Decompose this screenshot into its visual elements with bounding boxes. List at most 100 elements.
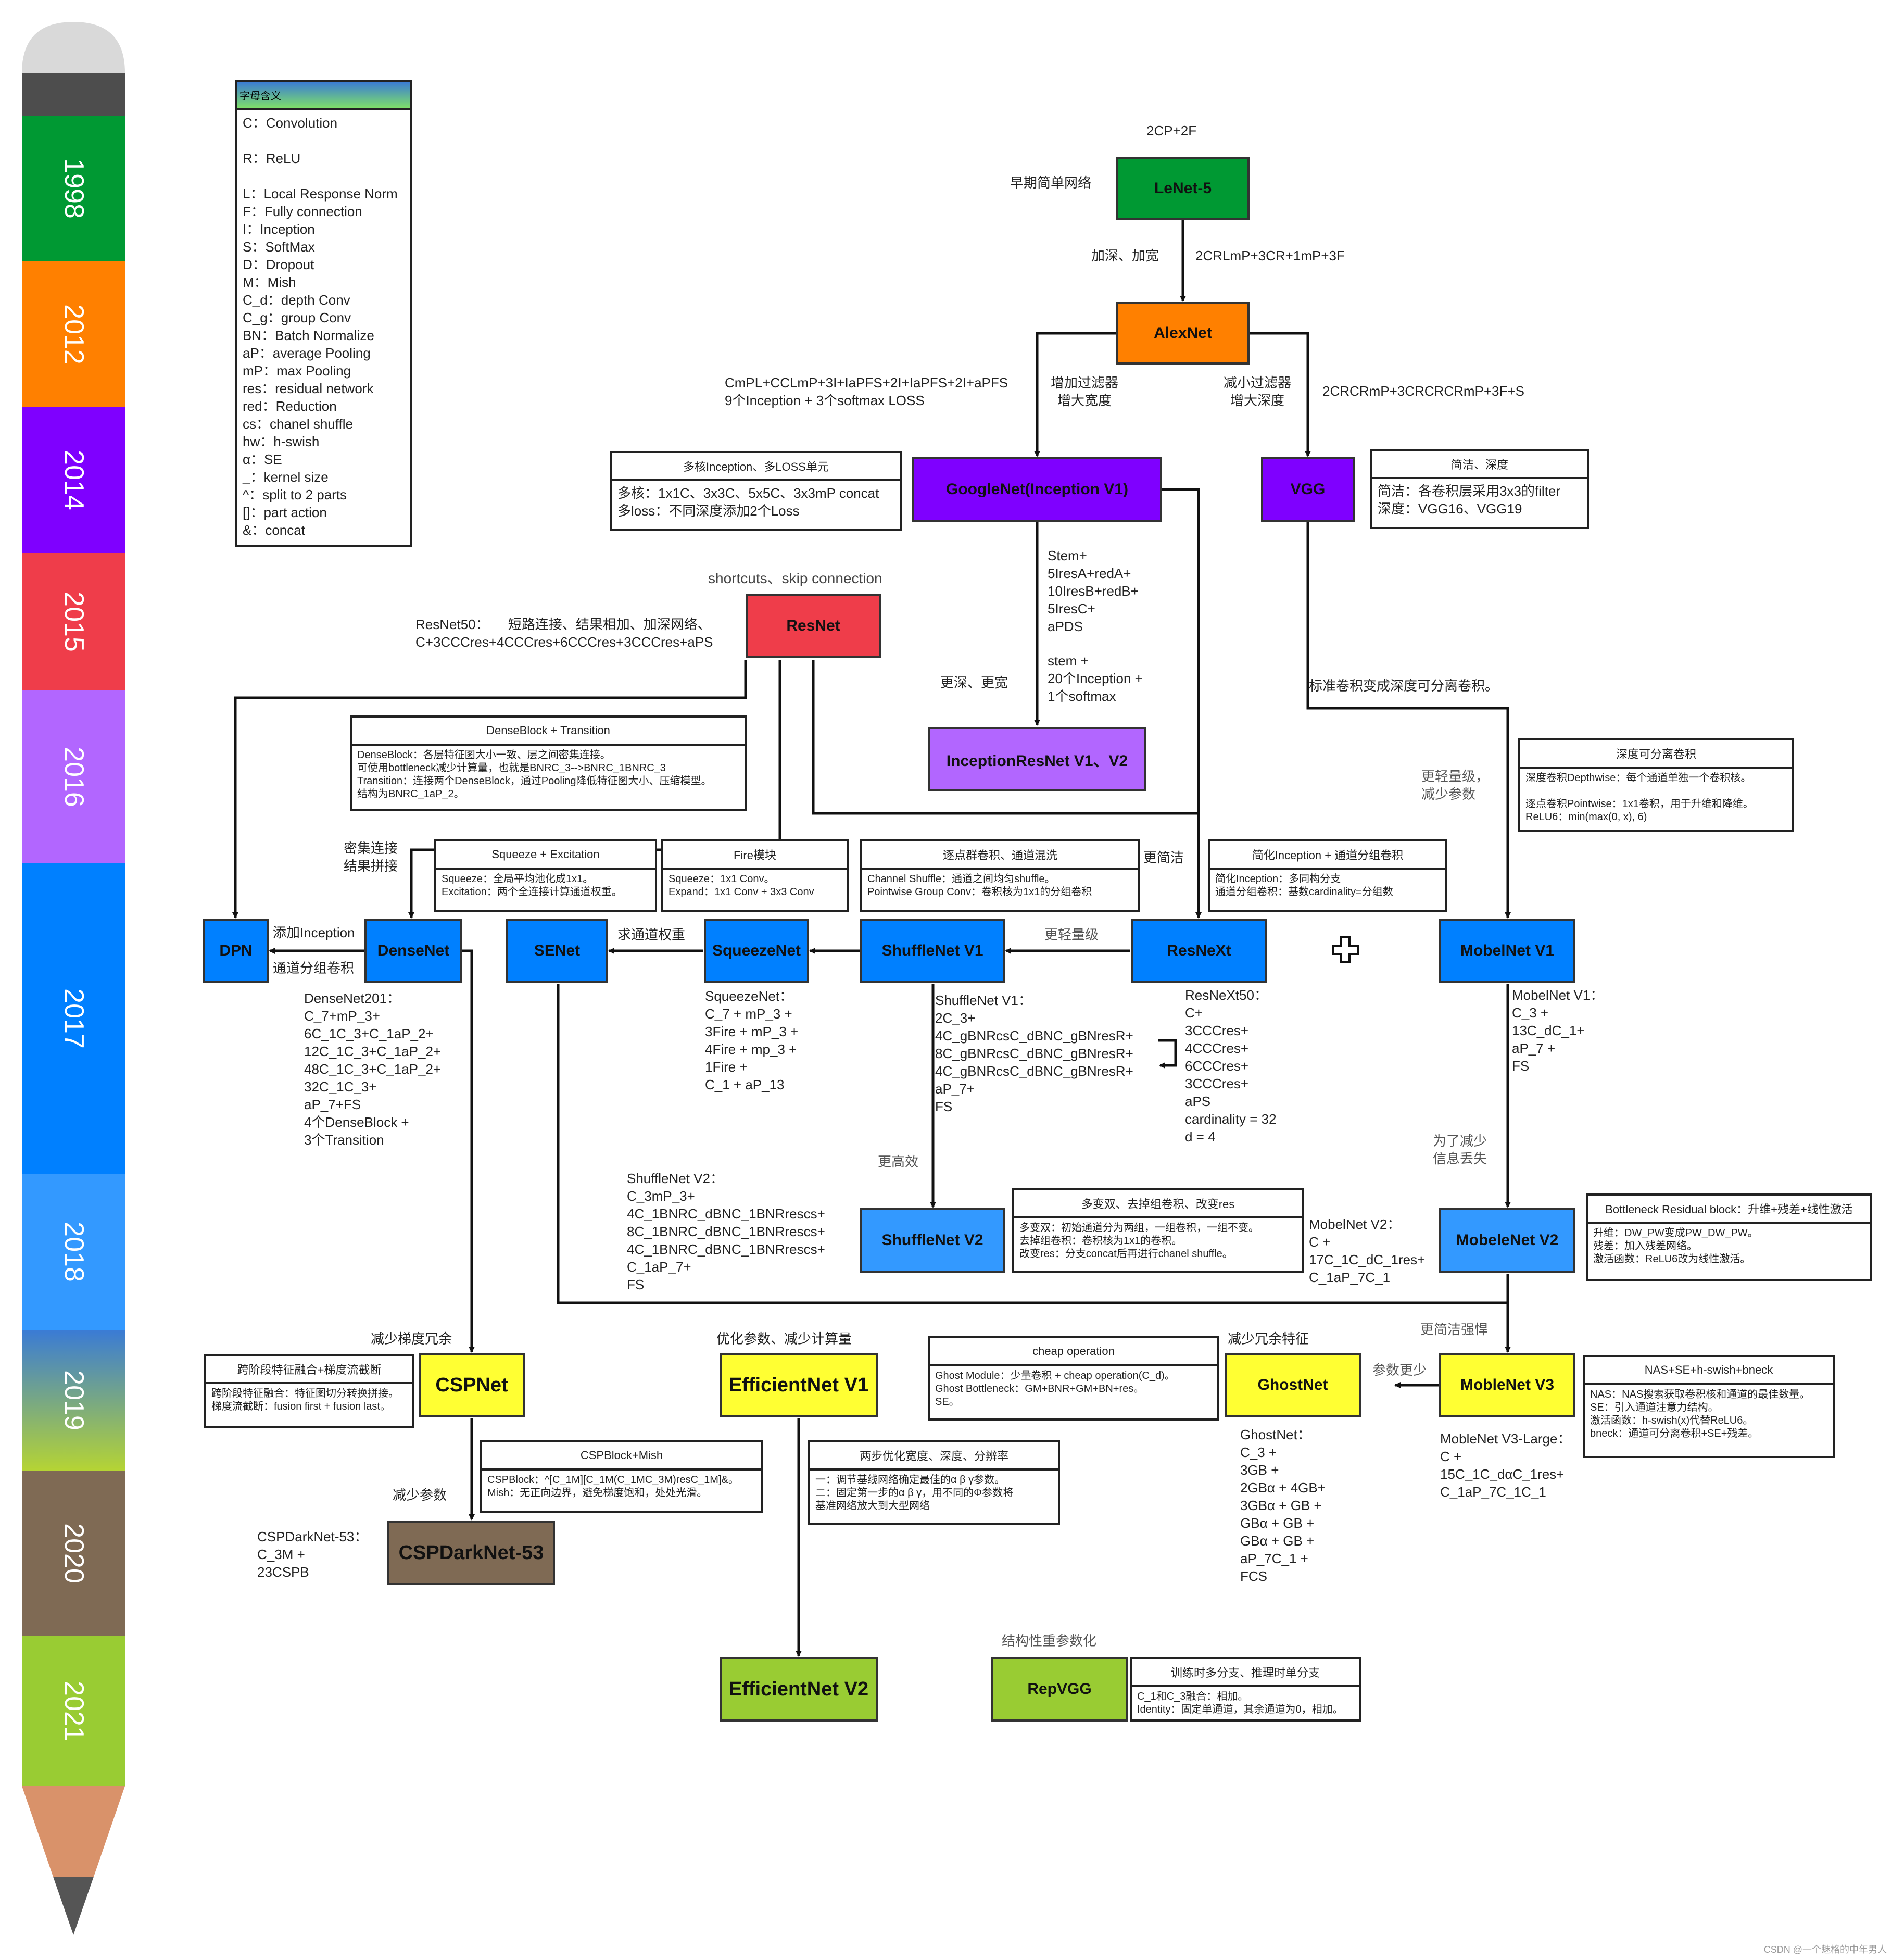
- box-cspblock: CSPBlock+Mish CSPBlock：^[C_1M][C_1M(C_1M…: [480, 1440, 763, 1513]
- box-resnext: 简化Inception + 通道分组卷积 简化Inception：多同构分支 通…: [1208, 839, 1447, 912]
- node-senet[interactable]: SENet: [506, 919, 608, 983]
- watermark: CSDN @一个魅格的中年男人: [1763, 1944, 1887, 1955]
- label-densenet201: DenseNet201： C_7+mP_3+ 6C_1C_3+C_1aP_2+ …: [304, 990, 442, 1148]
- pencil-lead: [53, 1877, 94, 1935]
- legend-line: cs：chanel shuffle: [243, 416, 353, 432]
- label-squeezenet: SqueezeNet： C_7 + mP_3 + 3Fire + mP_3 + …: [705, 988, 799, 1092]
- label-add-filter: 增加过滤器 增大宽度: [1051, 375, 1119, 408]
- box-shufflev2-title: 多变双、去掉组卷积、改变res: [1014, 1190, 1302, 1218]
- box-resnext-body: 简化Inception：多同构分支 通道分组卷积：基数cardinality=分…: [1215, 873, 1393, 898]
- node-shufflenet-v1[interactable]: ShuffleNet V1: [860, 919, 1005, 983]
- band-2019: [22, 1330, 125, 1471]
- node-squeezenet[interactable]: SqueezeNet: [704, 919, 809, 983]
- label-lighter: 更轻量级， 减少参数: [1421, 769, 1490, 802]
- node-cspnet[interactable]: CSPNet: [419, 1353, 525, 1417]
- band-2018: [22, 1174, 125, 1330]
- legend-line: res：residual network: [243, 381, 374, 396]
- node-googlenet[interactable]: GoogleNet(Inception V1): [912, 457, 1162, 522]
- label-ghostnet: GhostNet： C_3 + 3GB + 2GBα + 4GB+ 3GBα +…: [1240, 1427, 1326, 1584]
- year-1998: 1998: [59, 158, 89, 219]
- node-inceptionresnet[interactable]: InceptionResNet V1、V2: [928, 727, 1146, 791]
- box-csp-body: 跨阶段特征融合：特征图切分转换拼接。 梯度流截断：fusion first + …: [211, 1388, 399, 1412]
- label-seek-weight: 求通道权重: [617, 927, 686, 943]
- label-std-conv: 标准卷积变成深度可分离卷积。: [1309, 678, 1499, 694]
- box-eff: 两步优化宽度、深度、分辨率 一：调节基线网络确定最佳的α β γ参数。 二：固定…: [808, 1440, 1060, 1525]
- label-optimize: 优化参数、减少计算量: [716, 1331, 852, 1347]
- box-fire: Fire模块 Squeeze：1x1 Conv。 Expand：1x1 Conv…: [661, 839, 849, 912]
- node-dpn[interactable]: DPN: [203, 919, 269, 983]
- box-se-body: Squeeze：全局平均池化成1x1。 Excitation：两个全连接计算通道…: [442, 873, 622, 898]
- node-efficientnet-v1[interactable]: EfficientNet V1: [720, 1353, 878, 1417]
- label-reduce-param: 减少参数: [393, 1487, 447, 1503]
- label-vgg-formula: 2CRCRmP+3CRCRCRmP+3F+S: [1322, 383, 1524, 399]
- box-cspblock-title: CSPBlock+Mish: [482, 1442, 761, 1471]
- box-vgg-title: 简洁、深度: [1372, 451, 1587, 479]
- node-resnext[interactable]: ResNeXt: [1131, 919, 1267, 983]
- label-shufflenet-v2: ShuffleNet V2： C_3mP_3+ 4C_1BNRC_dBNC_1B…: [627, 1171, 825, 1292]
- year-2015: 2015: [59, 592, 89, 652]
- box-dense-title: DenseBlock + Transition: [352, 718, 745, 746]
- label-lenet-desc: 早期简单网络: [1010, 175, 1092, 191]
- band-1998: [22, 116, 125, 261]
- node-shufflenet-v2[interactable]: ShuffleNet V2: [860, 1208, 1005, 1273]
- box-eff-body: 一：调节基线网络确定最佳的α β γ参数。 二：固定第一步的α β γ，用不同的…: [815, 1474, 1014, 1512]
- node-efficientnet-v2[interactable]: EfficientNet V2: [720, 1657, 878, 1722]
- box-shuffle-title: 逐点群卷积、通道混洗: [862, 841, 1138, 870]
- label-add-inception: 添加Inception: [273, 925, 355, 940]
- label-more-light: 更轻量级: [1044, 927, 1099, 943]
- band-2016: [22, 690, 125, 863]
- box-dense: DenseBlock + Transition DenseBlock：各层特征图…: [350, 715, 747, 811]
- label-reduce-info: 为了减少 信息丢失: [1433, 1133, 1487, 1166]
- legend-line: ^：split to 2 parts: [243, 487, 347, 502]
- legend-line: R：ReLU: [243, 150, 301, 166]
- label-efficient: 更高效: [878, 1154, 919, 1170]
- box-google-title: 多核Inception、多LOSS单元: [612, 453, 900, 481]
- label-resnext: ResNeXt50： C+ 3CCCres+ 4CCCres+ 6CCCres+…: [1185, 987, 1277, 1145]
- node-densenet[interactable]: DenseNet: [364, 919, 462, 983]
- box-google: 多核Inception、多LOSS单元 多核：1x1C、3x3C、5x5C、3x…: [610, 451, 902, 531]
- band-2014: [22, 407, 125, 553]
- year-2021: 2021: [59, 1681, 89, 1741]
- node-vgg[interactable]: VGG: [1261, 457, 1355, 522]
- label-shufflenet-v1: ShuffleNet V1： 2C_3+ 4C_gBNRcsC_dBNC_gBN…: [935, 992, 1133, 1114]
- node-resnet[interactable]: ResNet: [746, 594, 881, 658]
- edge-resnext-loop: [1158, 1039, 1177, 1069]
- box-csp: 跨阶段特征融合+梯度流截断 跨阶段特征融合：特征图切分转换拼接。 梯度流截断：f…: [204, 1354, 414, 1428]
- box-mobile-title: 深度可分离卷积: [1520, 740, 1792, 769]
- node-mobilenet-v3[interactable]: MobleNet V3: [1439, 1353, 1575, 1417]
- pencil-ferrule: [22, 73, 125, 116]
- node-ghostnet[interactable]: GhostNet: [1225, 1353, 1361, 1417]
- label-group-conv: 通道分组卷积: [273, 960, 355, 976]
- box-mobilev2-title: Bottleneck Residual block：升维+残差+线性激活: [1588, 1196, 1870, 1224]
- box-csp-title: 跨阶段特征融合+梯度流截断: [206, 1356, 412, 1384]
- edge-vgg-mobilev1: [1306, 522, 1511, 919]
- node-cspdarknet[interactable]: CSPDarkNet-53: [387, 1521, 555, 1585]
- label-reduce-redundant: 减少冗余特征: [1228, 1331, 1309, 1347]
- box-shuffle-body: Channel Shuffle：通道之间均匀shuffle。 Pointwise…: [867, 873, 1092, 898]
- legend-line: C_g：group Conv: [243, 310, 351, 325]
- node-mobilenet-v2[interactable]: MobeleNet V2: [1439, 1208, 1575, 1273]
- label-mobilenet-v1: MobelNet V1： C_3 + 13C_dC_1+ aP_7 + FS: [1512, 987, 1604, 1074]
- legend-line: [243, 132, 405, 149]
- node-alexnet[interactable]: AlexNet: [1116, 302, 1250, 365]
- box-mobilev3-body: NAS：NAS搜索获取卷积核和通道的最佳数量。 SE：引入通道注意力结构。 激活…: [1590, 1389, 1810, 1439]
- box-dense-body: DenseBlock：各层特征图大小一致、层之间密集连接。 可使用bottlen…: [357, 749, 712, 800]
- box-ghost-title: cheap operation: [930, 1338, 1217, 1366]
- box-vgg-body: 简洁：各卷积层采用3x3的filter 深度：VGG16、VGG19: [1378, 483, 1561, 517]
- node-lenet[interactable]: LeNet-5: [1116, 157, 1250, 220]
- label-fewer-param: 参数更少: [1372, 1362, 1427, 1378]
- year-2012: 2012: [59, 304, 89, 365]
- box-fire-body: Squeeze：1x1 Conv。 Expand：1x1 Conv + 3x3 …: [668, 873, 814, 898]
- legend-line: L：Local Response Norm: [243, 186, 398, 202]
- box-resnext-title: 简化Inception + 通道分组卷积: [1210, 841, 1445, 870]
- box-ghost: cheap operation Ghost Module：少量卷积 + chea…: [928, 1336, 1219, 1421]
- edge-densenet-cspnet: [462, 949, 475, 1353]
- label-reduce-grad: 减少梯度冗余: [371, 1331, 452, 1347]
- label-simpler: 更简洁: [1143, 850, 1184, 865]
- node-repvgg[interactable]: RepVGG: [991, 1657, 1128, 1722]
- label-deepen: 加深、加宽: [1091, 248, 1159, 263]
- year-2020: 2020: [59, 1523, 89, 1584]
- node-mobilenet-v1[interactable]: MobelNet V1: [1439, 919, 1575, 983]
